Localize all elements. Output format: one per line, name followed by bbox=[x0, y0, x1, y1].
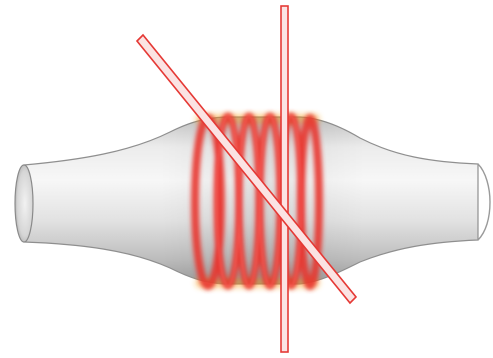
tube bbox=[15, 117, 490, 284]
tube-left-opening bbox=[15, 165, 33, 242]
vertical-rod bbox=[281, 6, 288, 352]
tube-right-end bbox=[478, 164, 490, 240]
